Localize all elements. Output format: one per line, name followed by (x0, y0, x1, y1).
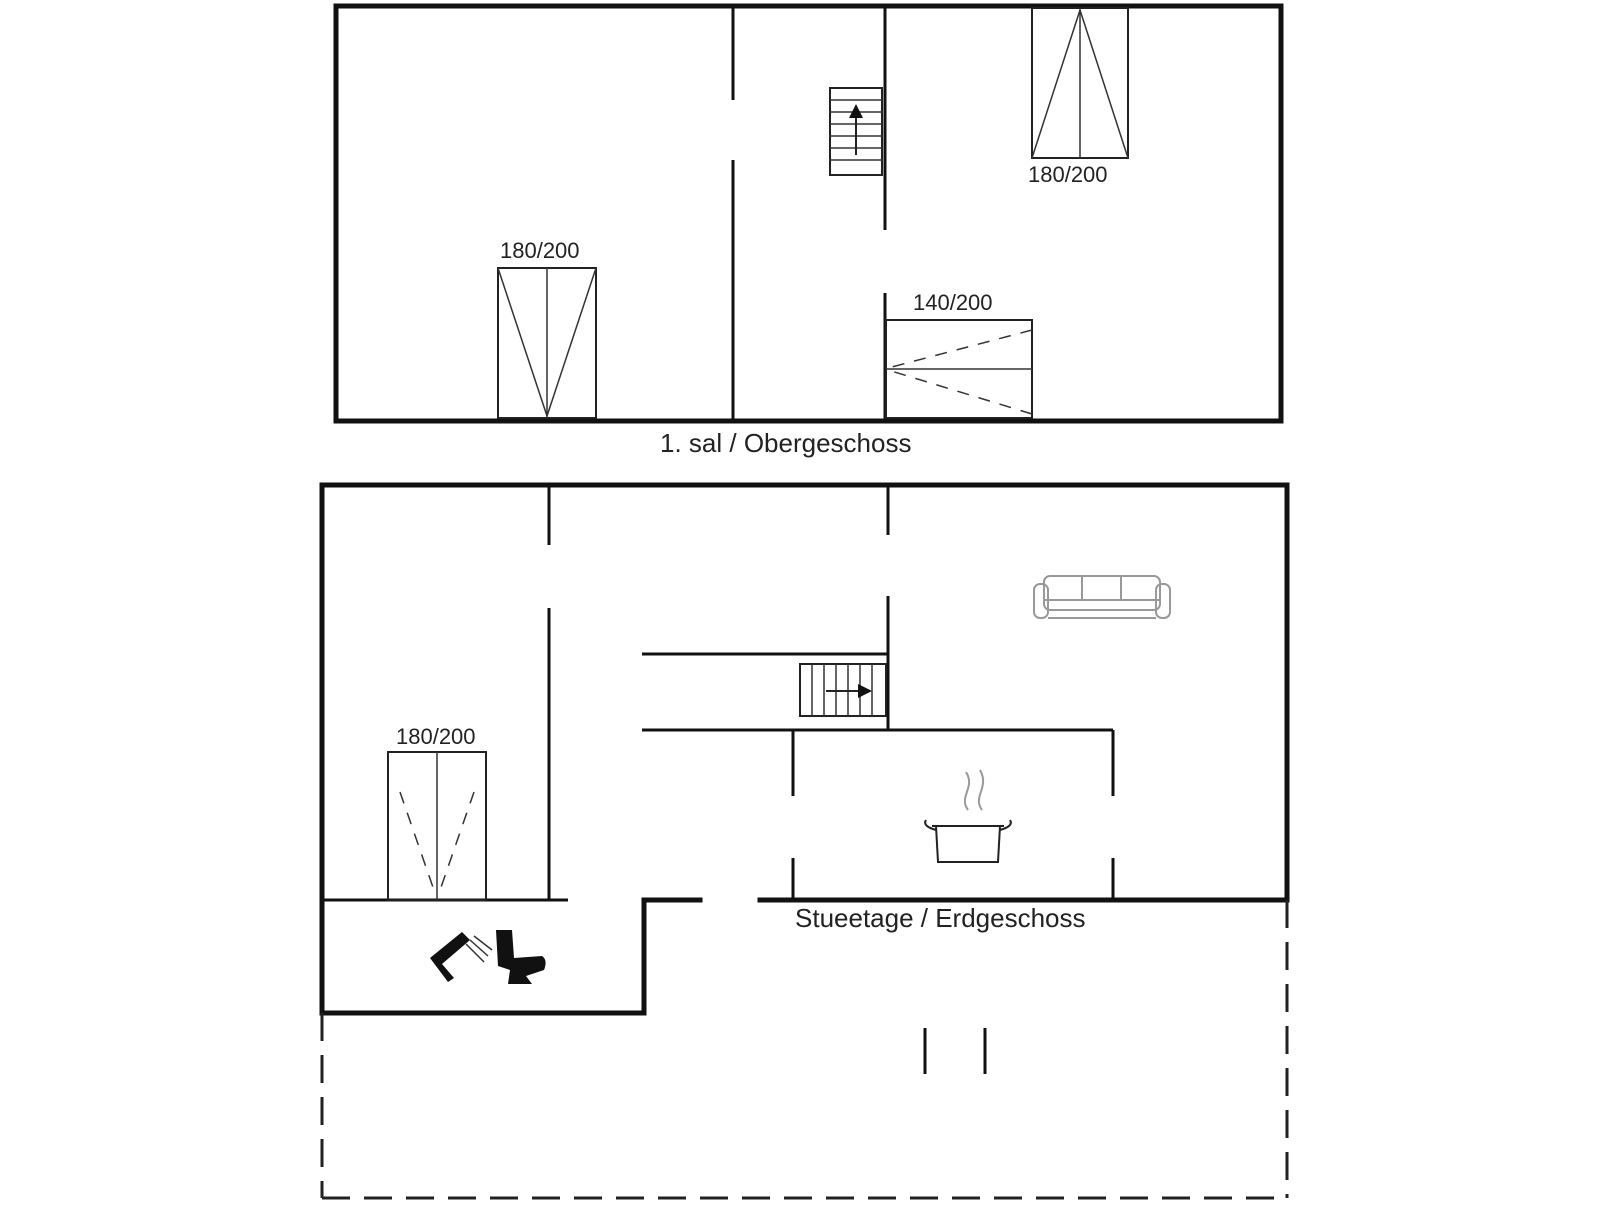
bed-upper-bottom-left: 180/200 (497, 238, 597, 419)
upper-floor: 180/200 180/200 140/200 1. sal / Oberges… (333, 3, 1284, 458)
terrace-outline (320, 900, 1289, 1200)
ground-floor-label: Stueetage / Erdgeschoss (795, 903, 1086, 933)
stairs-icon (799, 663, 887, 717)
cooking-pot-icon (924, 769, 1012, 863)
sofa-icon (1033, 575, 1171, 619)
ground-outer-wall (319, 482, 1290, 1016)
bed-upper-horizontal: 140/200 (885, 290, 1033, 419)
stairs-icon (829, 87, 883, 176)
bed-size-label: 140/200 (913, 290, 993, 315)
bed-size-label: 180/200 (500, 238, 580, 263)
toilet-icon (496, 930, 546, 984)
bed-ground: 180/200 (387, 724, 487, 901)
shower-icon (430, 932, 493, 982)
bed-size-label: 180/200 (396, 724, 476, 749)
bed-size-label: 180/200 (1028, 162, 1108, 187)
ground-floor: 180/200 Stueetage / Erdgeschoss (319, 482, 1290, 1200)
bed-upper-top-right: 180/200 (1028, 7, 1129, 187)
upper-floor-label: 1. sal / Obergeschoss (660, 428, 911, 458)
upper-floor-outer-wall (333, 3, 1284, 424)
